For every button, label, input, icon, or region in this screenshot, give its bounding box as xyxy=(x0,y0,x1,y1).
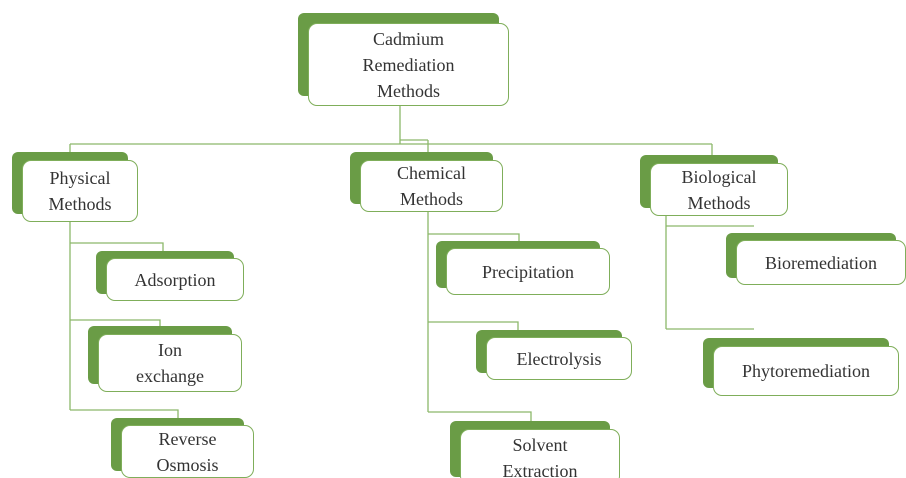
root-label-line3: Methods xyxy=(377,80,440,101)
node-root: Cadmium Remediation Methods xyxy=(298,13,509,106)
connector-physical-ionexchange xyxy=(70,319,161,328)
node-chemical-label: Chemical Methods xyxy=(360,160,503,212)
node-phytoremediation: Phytoremediation xyxy=(703,338,899,396)
reverse-osmosis-line1: Reverse xyxy=(158,428,217,449)
node-electrolysis-label: Electrolysis xyxy=(486,337,632,380)
phytoremediation-label: Phytoremediation xyxy=(742,361,870,381)
electrolysis-label: Electrolysis xyxy=(516,348,602,369)
node-phytoremediation-label: Phytoremediation xyxy=(713,346,899,396)
node-solvent-extraction: Solvent Extraction xyxy=(450,421,620,478)
chemical-line1: Chemical xyxy=(397,163,466,183)
bioremediation-label: Bioremediation xyxy=(765,252,877,273)
node-precipitation-label: Precipitation xyxy=(446,248,610,295)
node-precipitation: Precipitation xyxy=(436,241,610,295)
connector-chemical-solvent xyxy=(428,411,532,422)
root-label-line2: Remediation xyxy=(362,54,455,75)
biological-line2: Methods xyxy=(687,192,751,213)
solvent-extraction-line1: Solvent xyxy=(512,435,568,455)
connector-physical-adsorption xyxy=(70,242,164,252)
reverse-osmosis-line2: Osmosis xyxy=(156,454,219,475)
node-biological-methods: Biological Methods xyxy=(640,155,788,216)
precipitation-label: Precipitation xyxy=(482,261,574,282)
physical-line1: Physical xyxy=(49,168,111,188)
node-physical-methods: Physical Methods xyxy=(12,152,138,222)
connector-chemical-precipitation xyxy=(428,233,520,242)
connector-physical-reverse xyxy=(70,409,179,419)
node-biological-label: Biological Methods xyxy=(650,163,788,216)
node-adsorption-label: Adsorption xyxy=(106,258,244,301)
node-bioremediation-label: Bioremediation xyxy=(736,240,906,285)
node-reverse-osmosis-label: Reverse Osmosis xyxy=(121,425,254,478)
node-chemical-methods: Chemical Methods xyxy=(350,152,503,212)
ion-exchange-line2: exchange xyxy=(136,366,204,386)
adsorption-label: Adsorption xyxy=(134,269,216,290)
node-adsorption: Adsorption xyxy=(96,251,244,301)
node-bioremediation: Bioremediation xyxy=(726,233,906,285)
node-ion-exchange-label: Ion exchange xyxy=(98,334,242,392)
root-label-line1: Cadmium xyxy=(373,28,444,49)
solvent-extraction-line2: Extraction xyxy=(502,461,578,478)
node-physical-label: Physical Methods xyxy=(22,160,138,222)
node-ion-exchange: Ion exchange xyxy=(88,326,242,392)
node-electrolysis: Electrolysis xyxy=(476,330,632,380)
ion-exchange-line1: Ion xyxy=(158,340,182,360)
node-solvent-extraction-label: Solvent Extraction xyxy=(460,429,620,478)
node-reverse-osmosis: Reverse Osmosis xyxy=(111,418,254,478)
connector-chemical-electrolysis xyxy=(428,321,519,331)
node-root-label: Cadmium Remediation Methods xyxy=(308,23,509,106)
chemical-line2: Methods xyxy=(400,189,463,209)
physical-line2: Methods xyxy=(48,194,112,214)
biological-line1: Biological xyxy=(681,166,757,187)
